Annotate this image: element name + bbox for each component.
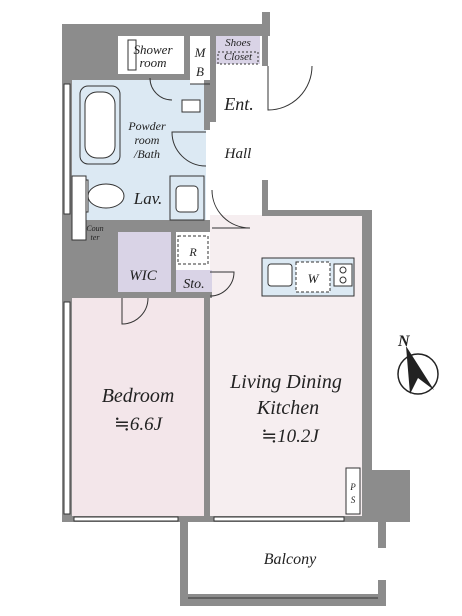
balcony-post-right [378,522,386,548]
windows [63,83,378,599]
counter-label-line2: ter [91,233,101,242]
bath-door-swing [171,131,207,167]
shoes-closet-label-line1: Shoes [225,37,251,49]
storage-floor [176,270,212,294]
powder-room-label-line2: room [135,133,160,147]
ldk-label-line2: Kitchen [256,397,319,419]
fixtures [71,39,361,515]
stove-burner [339,276,347,284]
wall-bath-bottom [72,220,210,232]
bedroom-floor [72,298,206,517]
bedroom-left-window [63,301,71,515]
entrance-label: Ent. [223,94,254,114]
wall-right-top [262,210,372,216]
toilet-bowl [87,183,125,209]
hall-floor [210,120,262,215]
bedroom-area: ≒6.6J [114,414,164,435]
washer-label: W [308,271,320,286]
wic-floor [117,232,171,292]
mb-label-line1: M [194,45,207,60]
powder-room-label-line1: Powder [127,119,166,133]
refrigerator-space [176,234,210,266]
counter-label-line1: Coun [86,224,103,233]
wall-shower-right [184,36,190,80]
bath-cabinet [181,99,201,113]
ps-box [345,467,361,515]
wall-mb-right [210,36,216,122]
storage-label: Sto. [183,277,204,292]
ps-block [362,470,410,522]
doors [121,65,313,325]
balcony-floor [188,522,382,594]
wall-bedroom-right [204,292,210,520]
wall-shower-bottom [118,74,188,80]
wall-bedroom-top [72,292,212,298]
ps-label-line2: S [351,495,356,505]
bathtub-inner [84,91,116,159]
balcony-post-right-low [378,580,386,606]
storage-door-swing [209,271,235,297]
entrance-floor [216,66,268,120]
hall-label: Hall [224,146,252,162]
ldk-area: ≒10.2J [261,426,320,447]
wall-top-right-post [262,12,270,36]
bedroom-bottom-window [73,516,179,522]
wall-entrance-right [262,36,268,66]
compass: N [397,333,439,395]
refrigerator-label: R [188,245,197,259]
bedroom-door-swing [121,297,149,325]
mb-floor [190,36,210,84]
balcony-wall-bottom [180,594,386,606]
powder-room-label-line3: /Bath [133,147,160,161]
room-labels: Shower room M B Shoes Closet Ent. Powder… [86,37,356,568]
bath-left-window [63,83,71,215]
wall-right [362,210,372,522]
lav-basin [175,185,199,213]
counter-strip [71,175,87,241]
stove-burner [339,266,347,274]
washer-space [295,261,331,293]
ps-label-line1: P [349,482,356,492]
balcony-wall-left [180,520,188,606]
ldk-bottom-window [213,516,345,522]
compass-needle [406,346,434,394]
wall-bath-right [204,80,210,130]
compass-north-label: N [397,333,411,350]
entrance-door-swing [267,65,313,111]
ldk-label-line1: Living Dining [229,371,342,393]
refrigerator-outline [177,235,209,265]
mb-label-line2: B [196,64,204,79]
balcony-label: Balcony [264,551,317,568]
shoes-closet-label-line2: Closet [224,51,253,63]
hall-door-swing [211,189,251,229]
shower-room-label-line1: Shower [134,42,174,57]
shoes-closet-doors [217,51,259,65]
wall-hall-right [262,180,268,216]
lav-label: Lav. [133,189,163,208]
wall-left-mid-block [62,220,118,298]
shoes-closet-floor [216,36,260,64]
shower-door-swing [149,77,173,101]
shower-head [127,39,137,71]
wall-wic-right [171,232,176,294]
wic-label: WIC [129,268,157,284]
stove [333,263,353,287]
shower-room-label-line2: room [140,55,167,70]
bedroom-label: Bedroom [102,385,175,407]
sink [267,263,293,287]
wall-top [62,24,270,36]
